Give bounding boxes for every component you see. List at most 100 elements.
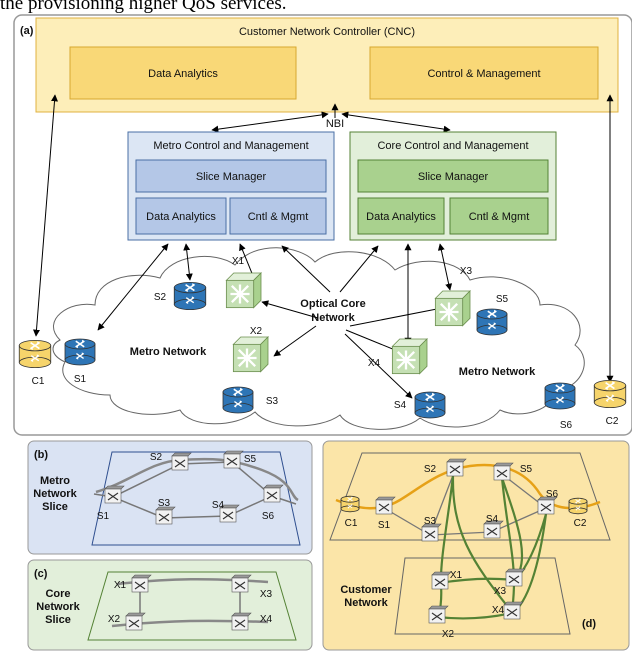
panel-c-tag: (c) [34,568,48,580]
metro-data-analytics-box [135,197,227,235]
panel-d-label-X1: X1 [450,570,463,581]
panel-d-node-S3-icon [421,523,442,542]
optical-core-label-1: Optical Core [300,298,365,310]
panel-b-label-S6: S6 [262,511,275,522]
slice-link-S4-S3 [163,515,229,519]
panel-d-label-S4: S4 [486,514,499,525]
metro-cntl-mgmt-box [229,197,327,235]
panel-b-node-S3-icon [155,506,176,525]
panel-d-label-S2: S2 [424,464,437,475]
panel-d-label-X2: X2 [442,629,455,640]
panel-c-title-1: Core [45,588,70,600]
core-slice-manager-label: Slice Manager [418,171,489,183]
cnc-data-analytics-box [69,46,297,100]
panel-d-label-C1: C1 [345,518,358,529]
panel-d-label-S3: S3 [424,516,437,527]
panel-b-node-S4-icon [219,504,240,523]
metro-network-left-label: Metro Network [130,346,207,358]
router-S5-icon [476,308,508,336]
label-S5: S5 [496,294,509,305]
label-S6: S6 [560,420,573,431]
panel-b-title-2: Network [33,488,77,500]
oxc-X2-icon [232,336,269,373]
oxc-X4-icon [391,338,428,375]
panel-c-label-X3: X3 [260,589,273,600]
panel-c-label-X4: X4 [260,614,273,625]
panel-b-label-S5: S5 [244,454,257,465]
router-C2-icon [593,379,627,409]
metro-network-right-label: Metro Network [459,366,536,378]
label-S2: S2 [154,292,167,303]
panel-c-node-X1-icon [131,574,152,593]
metro-cntl-mgmt-label: Cntl & Mgmt [248,211,309,223]
panel-b-node-S5-icon [223,450,244,469]
panel-d-node-S5-icon [493,462,514,481]
core-cm-title: Core Control and Management [377,140,528,152]
panel-c-plane [87,571,297,641]
panel-d-metro-plane [329,452,611,541]
router-S1-icon [64,338,96,366]
panel-d-tag: (d) [582,618,596,630]
panel-d-label-X4: X4 [492,605,505,616]
panel-c-label-X2: X2 [108,614,121,625]
core-data-analytics-box [357,197,445,235]
slice-link-S2-S5 [179,461,233,465]
metro-data-analytics-label: Data Analytics [146,211,216,223]
nbi-arrow-core [341,111,451,133]
panel-d-label-S6: S6 [546,489,559,500]
router-S2-icon [173,281,207,311]
oxc-X1-icon [225,272,262,309]
panel-c-title-2: Network [36,601,80,613]
panel-d-node-X2-icon [428,605,449,624]
panel-d-node-X1-icon [431,571,452,590]
header-text: the provisioning higher QoS services. [0,0,287,14]
metro-slice-manager-label: Slice Manager [196,171,267,183]
oxc-X3-icon [434,290,471,327]
panel-b-label-S2: S2 [150,452,163,463]
core-cntl-mgmt-box [449,197,549,235]
metro-slice-manager-box [135,159,327,193]
label-S3: S3 [266,396,279,407]
cnc-control-mgmt-box [369,46,599,100]
panel-d-node-X3-icon [505,568,526,587]
panel-d-title-1: Customer [340,584,392,596]
panel-d-label-X3: X3 [494,586,507,597]
panel-b-node-S1-icon [104,485,125,504]
panel-c-node-X2-icon [125,612,146,631]
router-S3-icon [222,386,254,414]
panel-c-node-X3-icon [231,574,252,593]
label-S1: S1 [74,374,87,385]
router-S4-icon [414,391,446,419]
panel-d-label-S1: S1 [378,520,391,531]
panel-d-node-S4-icon [483,520,504,539]
label-X3: X3 [460,266,473,277]
panel-d-node-S2-icon [446,458,467,477]
router-C1-icon [18,339,52,369]
metro-cm-title: Metro Control and Management [153,140,308,152]
panel-b-title-3: Slice [42,501,68,513]
panel-d-node-C1-icon [340,495,360,513]
core-data-analytics-label: Data Analytics [366,211,436,223]
panel-d-label-S5: S5 [520,464,533,475]
panel-b-node-S6-icon [263,484,284,503]
panel-d-node-S6-icon [537,496,558,515]
panel-c-title-3: Slice [45,614,71,626]
router-S6-icon [544,382,576,410]
panel-c-label-X1: X1 [114,580,127,591]
nbi-arrow-metro [211,111,329,133]
panel-d-node-C2-icon [568,497,588,515]
core-cntl-mgmt-label: Cntl & Mgmt [469,211,530,223]
panel-c-node-X4-icon [231,612,252,631]
panel-d-label-C2: C2 [574,518,587,529]
core-slice-manager-box [357,159,549,193]
cust-link-S4-S6 [491,507,547,533]
cnc-title: Customer Network Controller (CNC) [239,26,415,38]
panel-d-core-plane [394,557,571,635]
label-X4: X4 [368,358,381,369]
control-arrows [33,94,614,399]
label-X2: X2 [250,326,263,337]
cnc-control-mgmt-label: Control & Management [427,68,540,80]
